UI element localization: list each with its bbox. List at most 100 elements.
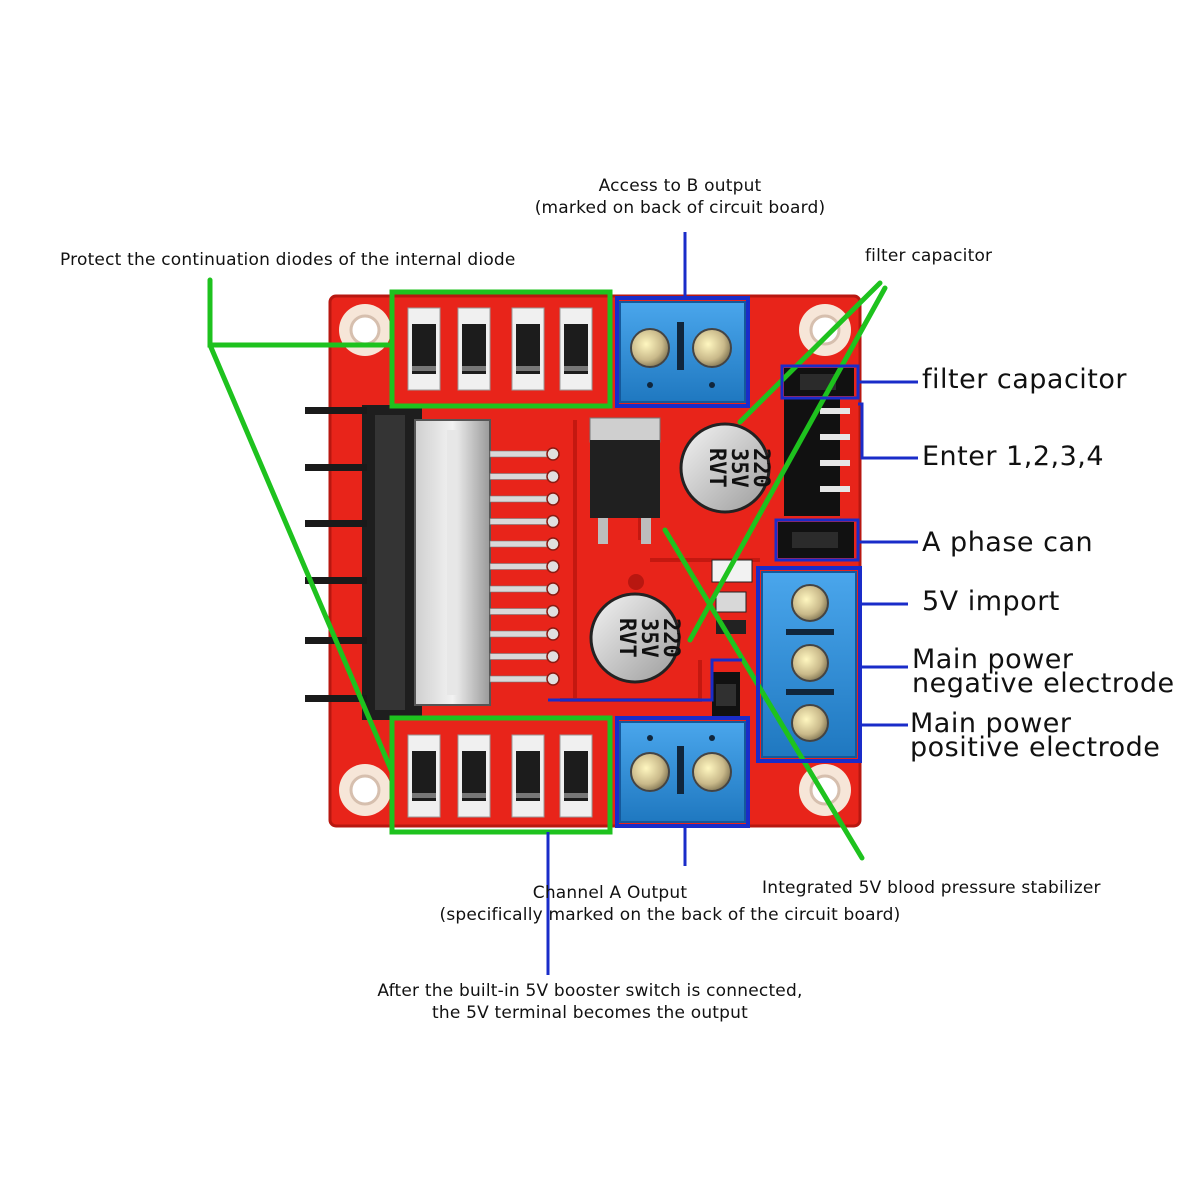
driver-chip-solder-pad [546, 604, 560, 619]
label-channel-a-output: Channel A Output (specifically marked on… [400, 882, 940, 926]
diode-body [564, 751, 588, 801]
label-5v-import: 5V import [922, 586, 1060, 617]
driver-chip-pin [489, 495, 553, 503]
label-booster-line2: the 5V terminal becomes the output [431, 1003, 749, 1023]
green-box-top-diodes [389, 289, 613, 409]
heatsink-side-pin [305, 577, 367, 584]
heatsink-side-pin [305, 695, 367, 702]
heatsink [362, 405, 491, 720]
diode-body [516, 324, 540, 374]
label-filter-capacitor-large: filter capacitor [922, 364, 1128, 395]
green-line-to-bottom-diodes [207, 342, 395, 775]
diode-band [564, 366, 588, 371]
terminal-power [761, 571, 857, 758]
driver-chip-pin [489, 608, 553, 615]
terminal-a-output [619, 721, 746, 823]
pcb-edge [328, 294, 862, 828]
diodes-top [407, 307, 593, 391]
mounting-hole-bottom-right [799, 764, 851, 816]
mounting-hole-top-right [799, 304, 851, 356]
pcb-traces [560, 420, 760, 702]
capacitor-top-text: 220 35V RVT [704, 448, 773, 501]
label-main-negative-line1: Main power [912, 644, 1074, 675]
green-callout-lines [207, 277, 888, 861]
driver-chip-solder-pad [546, 492, 560, 506]
terminal-b-output [619, 301, 746, 403]
diode-body [412, 751, 436, 801]
mounting-hole-top-left [339, 304, 391, 356]
label-a-phase: A phase can [922, 527, 1094, 558]
driver-chip-solder-pad [546, 537, 560, 551]
driver-chip-solder-pad [546, 514, 560, 529]
green-line-regulator [662, 527, 865, 861]
driver-chip-pin [489, 585, 553, 593]
label-integrated-5v: Integrated 5V blood pressure stabilizer [762, 878, 1101, 898]
label-protect-diodes: Protect the continuation diodes of the i… [60, 250, 516, 270]
blue-box-a-phase [774, 518, 860, 562]
diode-band [462, 366, 486, 371]
header-a-phase-jumper [778, 522, 854, 558]
label-main-negative: Main power negative electrode [912, 644, 1175, 699]
green-box-bottom-diodes [389, 715, 613, 835]
heatsink-side-pin [305, 407, 367, 414]
driver-chip-pin [489, 450, 553, 458]
diode-band [412, 793, 436, 798]
capacitor-top: 220 35V RVT [679, 422, 773, 514]
driver-chip-pin [489, 473, 553, 480]
capacitor-bottom: 220 35V RVT [589, 592, 683, 684]
blue-callouts [546, 232, 918, 975]
diode-body [564, 324, 588, 374]
driver-chip-solder-pad [546, 649, 560, 664]
diode-band [516, 793, 540, 798]
driver-chip-pin [489, 540, 553, 548]
voltage-regulator [589, 417, 661, 544]
label-filter-capacitor-small: filter capacitor [865, 246, 993, 266]
label-channel-a-line2: (specifically marked on the back of the … [439, 905, 901, 925]
label-enter-inputs: Enter 1,2,3,4 [922, 441, 1105, 472]
label-access-b-line2: (marked on back of circuit board) [534, 198, 826, 218]
label-main-negative-line2: negative electrode [912, 668, 1175, 699]
label-main-positive-line1: Main power [910, 708, 1072, 739]
diode-band [516, 366, 540, 371]
diode-band [462, 793, 486, 798]
blue-line-enter-inputs [858, 402, 918, 460]
label-booster-line1: After the built-in 5V booster switch is … [377, 981, 803, 1001]
diode-band [564, 793, 588, 798]
diodes-bottom [407, 734, 593, 818]
heatsink-side-pin [305, 520, 367, 527]
diode-body [462, 324, 486, 374]
diode-band [412, 366, 436, 371]
driver-chip-solder-pad [546, 469, 560, 484]
driver-chip-pin [489, 630, 553, 638]
green-line-filter-cap-b [687, 285, 888, 643]
diode-body [516, 751, 540, 801]
driver-chip-pin [489, 675, 553, 683]
driver-chip-solder-pad [546, 672, 560, 686]
driver-chip-pin [489, 563, 553, 570]
diode-body [462, 751, 486, 801]
label-access-b-line1: Access to B output [598, 176, 762, 196]
driver-chip-solder-pad [546, 559, 560, 574]
label-main-positive: Main power positive electrode [910, 708, 1161, 763]
mounting-hole-bottom-left [339, 764, 391, 816]
heatsink-side-pin [305, 464, 367, 471]
diode-body [412, 324, 436, 374]
driver-chip-solder-pad [546, 627, 560, 641]
driver-chip-solder-pad [546, 582, 560, 596]
driver-chip-pin [489, 653, 553, 660]
driver-chip-pin [489, 518, 553, 525]
jumper-5v-enable [712, 672, 740, 718]
capacitor-bottom-text: 220 35V RVT [614, 618, 683, 671]
label-access-b-output: Access to B output (marked on back of ci… [520, 175, 840, 219]
blue-box-power-terminal [756, 566, 862, 763]
blue-line-booster-jumper [548, 658, 742, 702]
blue-box-b-output [615, 296, 750, 408]
label-channel-a-line1: Channel A Output [532, 883, 688, 903]
label-main-positive-line2: positive electrode [910, 732, 1161, 763]
driver-chip-pins [489, 447, 560, 686]
label-booster-switch: After the built-in 5V booster switch is … [330, 980, 850, 1024]
blue-box-a-output [615, 716, 750, 828]
green-line-filter-cap-a [737, 280, 883, 425]
